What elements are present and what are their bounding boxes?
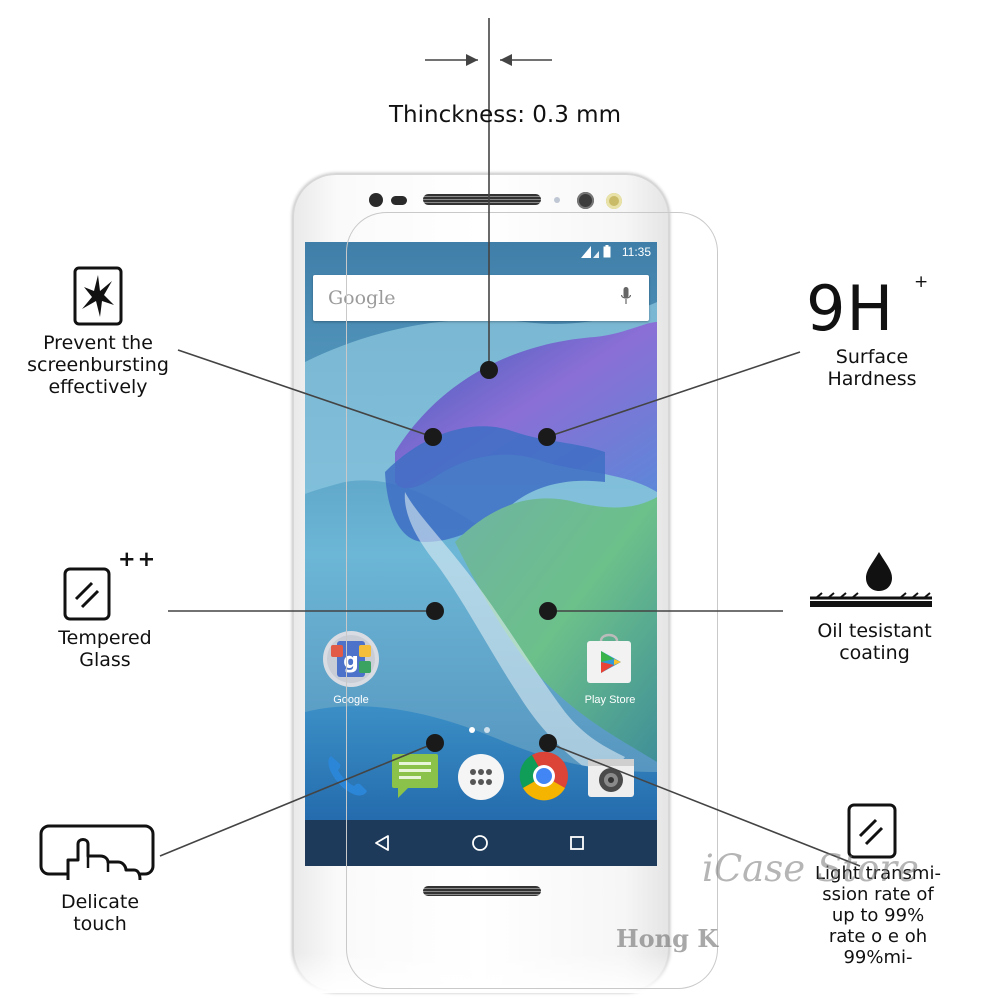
light-callout-line [547,742,861,867]
hardness-plus-mark: + [914,272,929,292]
sensor-icon [369,193,383,207]
callout-dot [480,361,498,379]
home-icon[interactable] [471,834,489,852]
app-drawer-icon[interactable] [456,752,506,802]
bottom-speaker-grille [423,886,541,896]
hardness-callout-line [546,351,801,438]
tempered-plus-mark: ++ [118,547,158,571]
google-search-logo: Google [328,287,396,309]
prevent-label: Prevent the screenbursting effectively [8,332,188,398]
tempered-label: Tempered Glass [10,627,200,671]
callout-dot [538,428,556,446]
thickness-label: Thinckness: 0.3 mm [388,102,621,128]
hardness-label: Surface Hardness [782,346,962,390]
store-watermark: iCase Store [702,847,919,890]
callout-dot [539,602,557,620]
oil-label-line: Oil tesistant [817,620,932,642]
oil-label-line: coating [839,642,910,664]
google-folder-icon[interactable]: g [322,630,380,688]
touch-hand-icon [39,824,155,881]
light-transmission-icon [847,803,897,859]
messages-icon[interactable] [390,750,440,800]
status-time: 11:35 [621,245,651,259]
tempered-label-line: Glass [79,649,131,671]
phone-screen: 11:35 Google g Google Play Store [305,242,657,866]
app-label-google: Google [333,694,369,706]
callout-dot [426,602,444,620]
prevent-label-line: Prevent the [43,332,153,354]
touch-label-line: touch [73,913,127,935]
microphone-icon[interactable] [621,287,631,305]
touch-callout-line [159,742,436,857]
light-label-line: 99%mi- [843,947,913,968]
broken-screen-icon [73,266,123,326]
phone-icon[interactable] [323,750,373,800]
callout-dot [426,734,444,752]
prevent-callout-line [177,349,434,438]
oil-drop-icon [810,552,932,607]
sensor-icon [391,196,407,205]
hardness-9h-text: 9H [806,272,895,345]
hardness-label-line: Hardness [827,368,917,390]
camera-icon[interactable] [586,753,636,803]
phone-bottom-fade [292,953,670,993]
svg-text:g: g [343,649,359,674]
prevent-label-line: screenbursting [27,354,169,376]
oil-label: Oil tesistant coating [772,620,977,664]
light-label-line: ssion rate of [822,884,934,905]
prevent-label-line: effectively [48,376,148,398]
tempered-label-line: Tempered [58,627,152,649]
google-search-bar[interactable]: Google [313,275,649,321]
battery-icon [603,245,611,258]
touch-label-line: Delicate [60,891,140,913]
touch-label: Delicate touch [10,891,190,935]
light-label-line: up to 99% [831,905,925,926]
tempered-glass-icon [63,567,111,621]
light-label: Light transmi- ssion rate of up to 99% r… [778,863,978,968]
recents-icon[interactable] [569,835,585,851]
city-watermark: Hong K [616,924,719,953]
nav-bar [305,820,657,866]
light-label-line: rate o e oh [828,926,928,947]
proximity-sensor-icon [554,197,560,203]
status-bar: 11:35 [305,242,657,262]
callout-dot [424,428,442,446]
light-label-line: Light transmi- [815,863,941,884]
callout-dot [539,734,557,752]
front-flash-icon [606,193,622,209]
earpiece-speaker [423,194,541,205]
page-indicator-dot [469,727,475,733]
app-label-play-store: Play Store [584,694,636,706]
back-icon[interactable] [373,834,391,852]
play-store-icon[interactable] [581,631,637,687]
front-camera-icon [577,192,594,209]
hardness-label-line: Surface [835,346,909,368]
chrome-icon[interactable] [519,751,569,801]
page-indicator-dot [484,727,490,733]
signal-icon [581,246,599,258]
